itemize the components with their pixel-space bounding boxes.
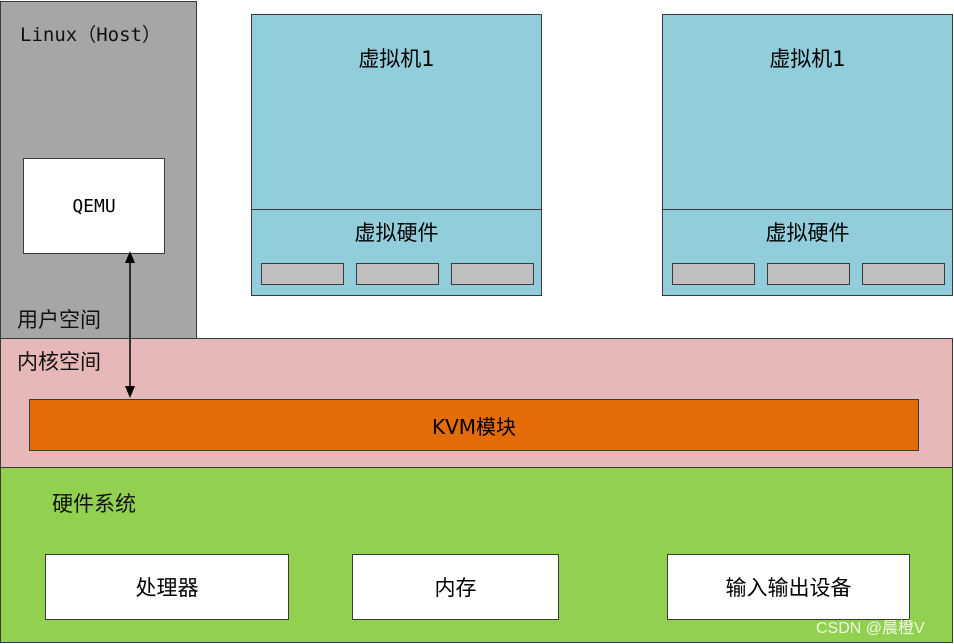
vm-panel: 虚拟机1 虚拟硬件 xyxy=(662,14,953,296)
hw-item-label: 处理器 xyxy=(135,576,199,600)
qemu-kvm-arrow xyxy=(125,251,135,398)
host-title: Linux（Host） xyxy=(20,24,161,46)
hardware-panel: 硬件系统 处理器 内存 输入输出设备 xyxy=(0,467,953,643)
virtual-hardware-label: 虚拟硬件 xyxy=(354,221,439,245)
kernel-space-label: 内核空间 xyxy=(17,350,101,374)
virtual-device-slot xyxy=(451,263,534,285)
virtual-hardware-section: 虚拟硬件 xyxy=(662,209,953,296)
hw-item-label: 内存 xyxy=(434,576,477,600)
virtual-device-slot xyxy=(862,263,945,285)
user-space-label: 用户空间 xyxy=(17,308,101,332)
vm-panel: 虚拟机1 虚拟硬件 xyxy=(251,14,542,296)
watermark: CSDN @晨橙V xyxy=(816,620,925,637)
kvm-label: KVM模块 xyxy=(431,414,517,439)
host-panel: Linux（Host） QEMU 用户空间 xyxy=(0,1,197,341)
hw-item-io-devices: 输入输出设备 xyxy=(667,554,910,620)
virtual-device-slot xyxy=(261,263,344,285)
virtual-hardware-section: 虚拟硬件 xyxy=(251,209,542,296)
hw-item-processor: 处理器 xyxy=(45,554,289,620)
virtual-device-slot xyxy=(672,263,755,285)
virtual-hardware-label: 虚拟硬件 xyxy=(765,221,850,245)
hardware-label: 硬件系统 xyxy=(52,492,136,516)
kernel-space-panel: 内核空间 KVM模块 xyxy=(0,338,953,469)
qemu-box: QEMU xyxy=(23,158,165,254)
kvm-module: KVM模块 xyxy=(29,399,919,451)
qemu-label: QEMU xyxy=(72,195,116,217)
hw-item-memory: 内存 xyxy=(352,554,559,620)
virtual-device-slot xyxy=(767,263,850,285)
vm-title: 虚拟机1 xyxy=(769,47,846,71)
vm-title: 虚拟机1 xyxy=(358,47,435,71)
hw-item-label: 输入输出设备 xyxy=(725,576,852,600)
virtual-device-slot xyxy=(356,263,439,285)
